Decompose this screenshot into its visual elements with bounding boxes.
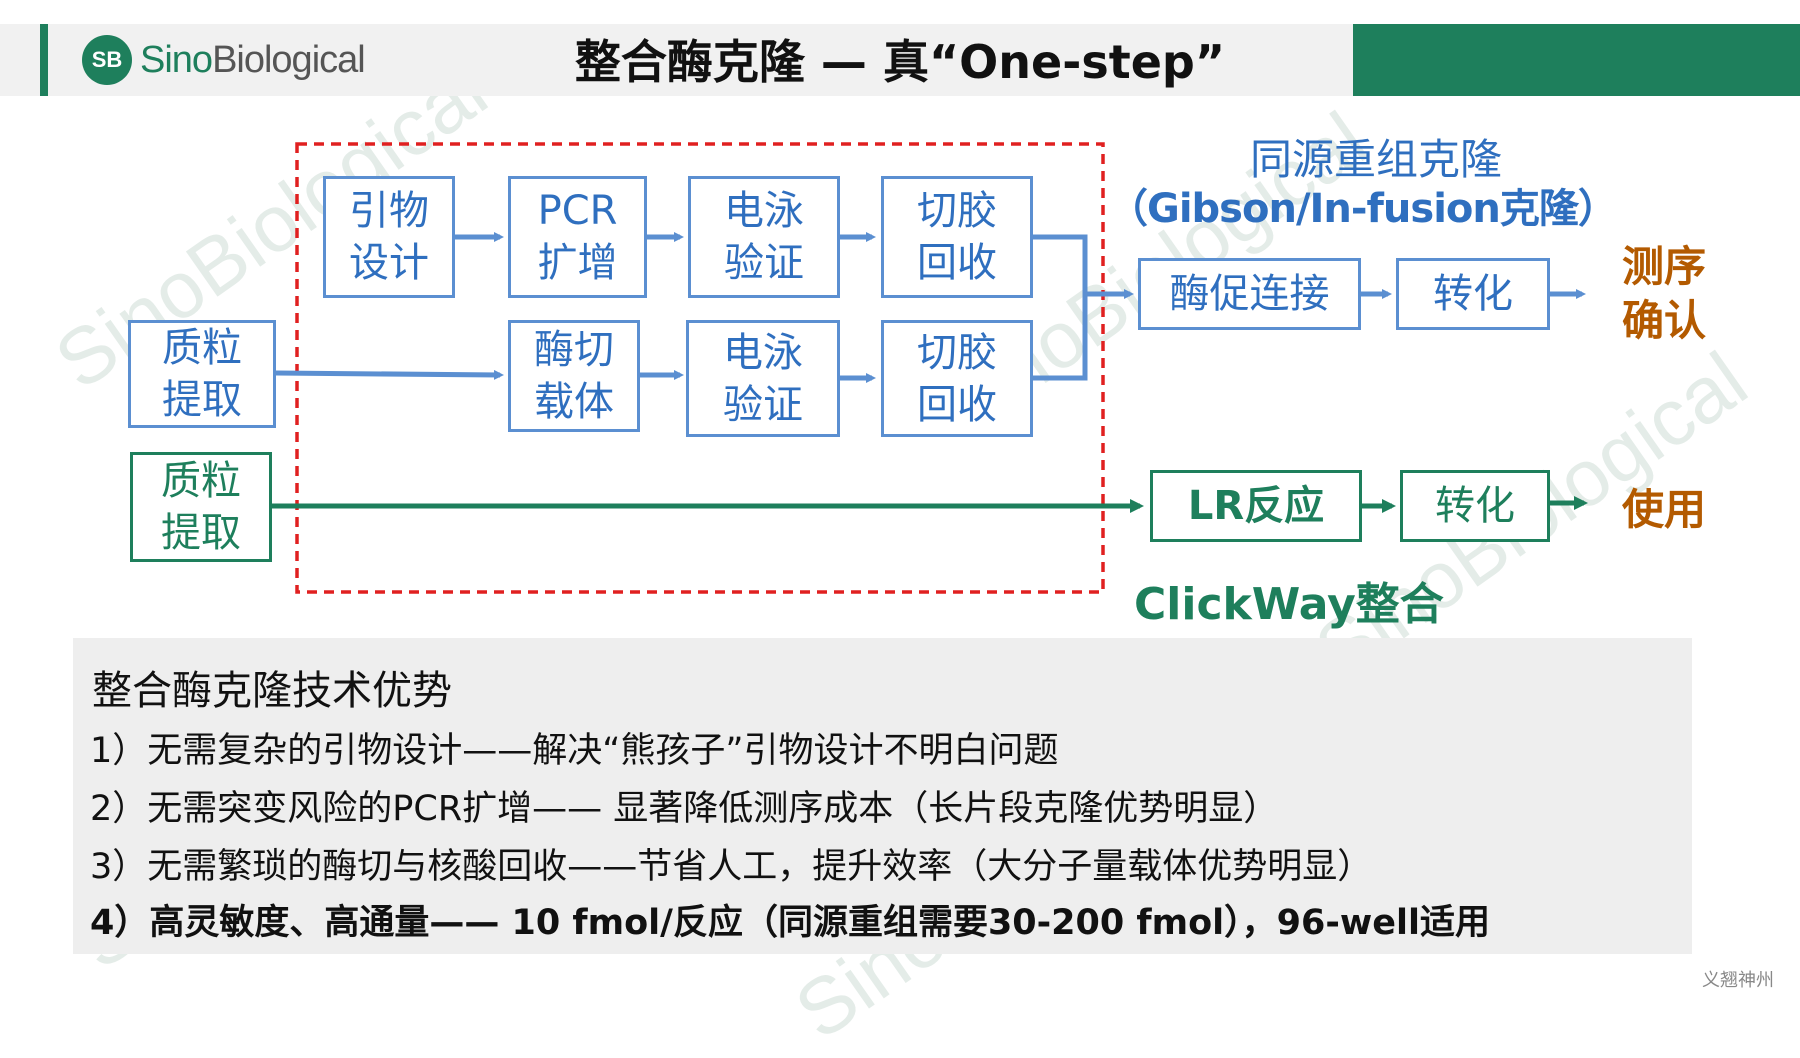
page-title: 整合酶克隆 — 真“One-step” bbox=[574, 35, 1226, 89]
logo-text: SinoBiological bbox=[140, 38, 366, 82]
logo-biological: Biological bbox=[212, 38, 366, 81]
logo-badge: SB bbox=[82, 35, 132, 85]
box-pcr-amplify: PCR 扩增 bbox=[508, 176, 647, 298]
box-line: 提取 bbox=[161, 510, 241, 556]
use-label: 使用 bbox=[1622, 485, 1707, 534]
box-transform-2: 转化 bbox=[1400, 470, 1550, 542]
box-line: 引物 bbox=[349, 188, 429, 234]
box-plasmid-extract: 质粒 提取 bbox=[128, 320, 276, 428]
header-accent bbox=[40, 24, 48, 96]
advantage-item: 2）无需突变风险的PCR扩增—— 显著降低测序成本（长片段克隆优势明显） bbox=[90, 789, 1279, 829]
advantage-item: 4）高灵敏度、高通量—— 10 fmol/反应（同源重组需要30-200 fmo… bbox=[90, 903, 1490, 943]
logo-sino: Sino bbox=[140, 38, 213, 81]
box-digest-vector: 酶切 载体 bbox=[508, 320, 640, 432]
diagram-connectors bbox=[272, 142, 1588, 594]
box-electrophoresis-2: 电泳 验证 bbox=[686, 320, 840, 437]
box-line: 验证 bbox=[723, 381, 803, 428]
clickway-label: ClickWay整合 bbox=[1134, 579, 1444, 630]
box-line: 质粒 bbox=[162, 325, 242, 371]
box-gel-recovery-1: 切胶 回收 bbox=[881, 176, 1033, 298]
box-line: 载体 bbox=[534, 379, 614, 425]
advantages-panel bbox=[73, 638, 1692, 954]
box-line: PCR bbox=[537, 188, 618, 234]
seq-confirm-line: 确认 bbox=[1622, 296, 1707, 345]
advantage-item: 3）无需繁琐的酶切与核酸回收——节省人工，提升效率（大分子量载体优势明显） bbox=[90, 847, 1373, 887]
box-line: 回收 bbox=[917, 381, 997, 428]
advantage-item: 1）无需复杂的引物设计——解决“熊孩子”引物设计不明白问题 bbox=[90, 731, 1059, 771]
advantages-title: 整合酶克隆技术优势 bbox=[92, 668, 452, 714]
box-line: 电泳 bbox=[724, 188, 804, 234]
box-plasmid-extract-green: 质粒 提取 bbox=[130, 452, 272, 562]
box-line: 设计 bbox=[349, 240, 429, 286]
seq-confirm: 测序 确认 bbox=[1622, 240, 1706, 348]
homologous-subtitle: （Gibson/In-fusion克隆） bbox=[1108, 186, 1618, 232]
footer-mark: 义翘神州 bbox=[1702, 970, 1774, 991]
box-line: 酶切 bbox=[534, 327, 614, 373]
box-primer-design: 引物 设计 bbox=[323, 176, 455, 298]
box-line: 切胶 bbox=[917, 188, 997, 234]
box-lr-reaction: LR反应 bbox=[1150, 470, 1362, 542]
box-transform-1: 转化 bbox=[1396, 258, 1550, 330]
seq-confirm-line: 测序 bbox=[1622, 242, 1707, 291]
box-line: 切胶 bbox=[917, 329, 997, 376]
box-line: 电泳 bbox=[723, 329, 803, 376]
box-line: 回收 bbox=[917, 240, 997, 286]
box-line: 扩增 bbox=[537, 240, 618, 286]
header-green-block bbox=[1353, 24, 1800, 96]
arrow-plasmid-to-digest bbox=[275, 369, 504, 380]
box-line: 质粒 bbox=[161, 458, 241, 504]
homologous-title: 同源重组克隆 bbox=[1250, 135, 1503, 184]
merge-bracket bbox=[1033, 234, 1088, 381]
box-line: 提取 bbox=[162, 377, 242, 423]
box-electrophoresis-1: 电泳 验证 bbox=[688, 176, 840, 298]
logo: SB SinoBiological bbox=[82, 32, 366, 88]
box-enzyme-ligation: 酶促连接 bbox=[1138, 258, 1361, 330]
one-step-dashed-region bbox=[295, 142, 1105, 594]
box-gel-recovery-2: 切胶 回收 bbox=[881, 320, 1033, 437]
box-line: 验证 bbox=[724, 240, 804, 286]
